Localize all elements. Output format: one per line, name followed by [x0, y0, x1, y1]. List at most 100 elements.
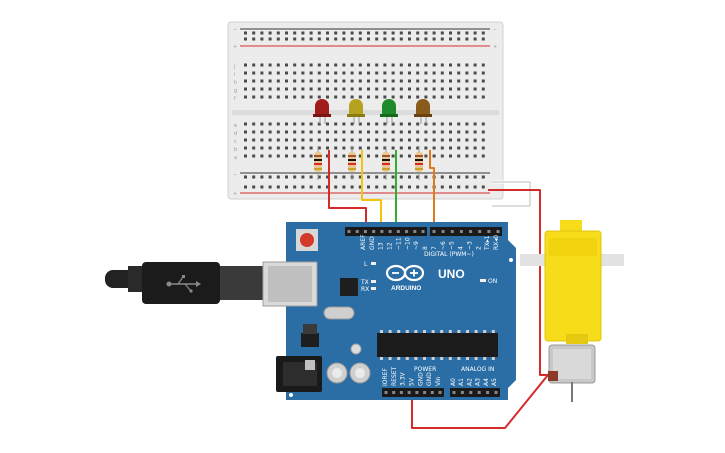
breadboard-hole[interactable]	[252, 87, 256, 91]
breadboard-hole[interactable]	[481, 175, 485, 179]
breadboard-hole[interactable]	[301, 185, 305, 189]
breadboard-hole[interactable]	[342, 154, 346, 158]
breadboard-hole[interactable]	[268, 31, 272, 35]
breadboard-hole[interactable]	[408, 95, 411, 99]
breadboard-hole[interactable]	[367, 79, 370, 83]
breadboard-hole[interactable]	[465, 185, 469, 189]
breadboard-hole[interactable]	[473, 37, 477, 41]
breadboard-hole[interactable]	[440, 31, 444, 35]
breadboard-hole[interactable]	[449, 87, 452, 91]
breadboard-hole[interactable]	[416, 185, 420, 189]
breadboard-hole[interactable]	[375, 31, 379, 35]
breadboard-hole[interactable]	[465, 122, 469, 126]
breadboard-hole[interactable]	[301, 146, 305, 150]
breadboard-hole[interactable]	[309, 95, 313, 99]
breadboard-hole[interactable]	[408, 79, 411, 83]
breadboard-hole[interactable]	[252, 130, 256, 134]
breadboard-hole[interactable]	[276, 87, 280, 91]
breadboard-hole[interactable]	[449, 154, 452, 158]
breadboard-hole[interactable]	[268, 71, 272, 75]
breadboard-hole[interactable]	[473, 31, 477, 35]
breadboard-hole[interactable]	[432, 138, 436, 142]
breadboard-hole[interactable]	[358, 71, 362, 75]
breadboard-hole[interactable]	[424, 63, 428, 67]
breadboard-hole[interactable]	[473, 63, 477, 67]
breadboard-hole[interactable]	[416, 130, 420, 134]
breadboard-hole[interactable]	[432, 71, 436, 75]
breadboard-hole[interactable]	[440, 71, 444, 75]
breadboard-hole[interactable]	[244, 130, 247, 134]
breadboard-hole[interactable]	[481, 154, 485, 158]
breadboard-hole[interactable]	[391, 154, 395, 158]
breadboard-hole[interactable]	[260, 146, 264, 150]
breadboard-hole[interactable]	[268, 175, 272, 179]
breadboard-hole[interactable]	[432, 31, 436, 35]
breadboard-hole[interactable]	[334, 122, 338, 126]
breadboard-hole[interactable]	[358, 95, 362, 99]
breadboard-hole[interactable]	[301, 175, 305, 179]
breadboard-hole[interactable]	[334, 79, 338, 83]
breadboard-hole[interactable]	[309, 130, 313, 134]
breadboard-hole[interactable]	[424, 87, 428, 91]
breadboard-hole[interactable]	[399, 154, 403, 158]
breadboard-hole[interactable]	[309, 154, 313, 158]
breadboard-hole[interactable]	[399, 146, 403, 150]
breadboard-hole[interactable]	[465, 154, 469, 158]
wire-orange-led[interactable]	[429, 150, 435, 236]
breadboard-hole[interactable]	[416, 138, 420, 142]
breadboard-hole[interactable]	[465, 146, 469, 150]
breadboard-hole[interactable]	[383, 79, 387, 83]
breadboard-hole[interactable]	[285, 146, 288, 150]
breadboard-hole[interactable]	[367, 138, 370, 142]
breadboard-hole[interactable]	[383, 63, 387, 67]
breadboard-hole[interactable]	[301, 79, 305, 83]
breadboard-hole[interactable]	[334, 146, 338, 150]
breadboard-hole[interactable]	[317, 31, 321, 35]
breadboard-hole[interactable]	[375, 37, 379, 41]
header-pin-hole[interactable]	[460, 391, 464, 394]
breadboard-hole[interactable]	[342, 87, 346, 91]
breadboard-hole[interactable]	[424, 185, 428, 189]
breadboard-hole[interactable]	[457, 37, 461, 41]
breadboard-hole[interactable]	[416, 79, 420, 83]
breadboard-hole[interactable]	[399, 185, 403, 189]
breadboard-hole[interactable]	[408, 146, 411, 150]
breadboard-hole[interactable]	[334, 154, 338, 158]
breadboard-hole[interactable]	[391, 122, 395, 126]
breadboard-hole[interactable]	[473, 79, 477, 83]
header-pin-hole[interactable]	[405, 230, 409, 233]
breadboard-hole[interactable]	[276, 138, 280, 142]
breadboard-hole[interactable]	[440, 122, 444, 126]
header-pin-hole[interactable]	[347, 230, 351, 233]
breadboard-hole[interactable]	[276, 71, 280, 75]
breadboard-hole[interactable]	[326, 122, 329, 126]
breadboard-hole[interactable]	[317, 122, 321, 126]
breadboard-hole[interactable]	[268, 79, 272, 83]
breadboard-hole[interactable]	[276, 95, 280, 99]
breadboard-hole[interactable]	[285, 185, 288, 189]
header-pin-hole[interactable]	[496, 230, 500, 233]
breadboard-hole[interactable]	[350, 95, 354, 99]
breadboard-hole[interactable]	[317, 130, 321, 134]
breadboard-hole[interactable]	[301, 122, 305, 126]
breadboard-hole[interactable]	[440, 95, 444, 99]
breadboard-hole[interactable]	[358, 146, 362, 150]
header-pin-hole[interactable]	[441, 230, 445, 233]
breadboard-hole[interactable]	[383, 185, 387, 189]
breadboard-hole[interactable]	[358, 79, 362, 83]
breadboard-hole[interactable]	[252, 79, 256, 83]
breadboard-hole[interactable]	[481, 63, 485, 67]
breadboard-hole[interactable]	[449, 175, 452, 179]
breadboard-hole[interactable]	[350, 138, 354, 142]
breadboard-hole[interactable]	[367, 146, 370, 150]
breadboard-hole[interactable]	[334, 63, 338, 67]
breadboard-hole[interactable]	[449, 63, 452, 67]
breadboard-hole[interactable]	[301, 95, 305, 99]
resistor-2[interactable]	[348, 146, 356, 180]
breadboard-hole[interactable]	[293, 130, 297, 134]
breadboard-hole[interactable]	[408, 63, 411, 67]
breadboard-hole[interactable]	[481, 185, 485, 189]
breadboard-hole[interactable]	[326, 175, 329, 179]
breadboard-hole[interactable]	[350, 71, 354, 75]
